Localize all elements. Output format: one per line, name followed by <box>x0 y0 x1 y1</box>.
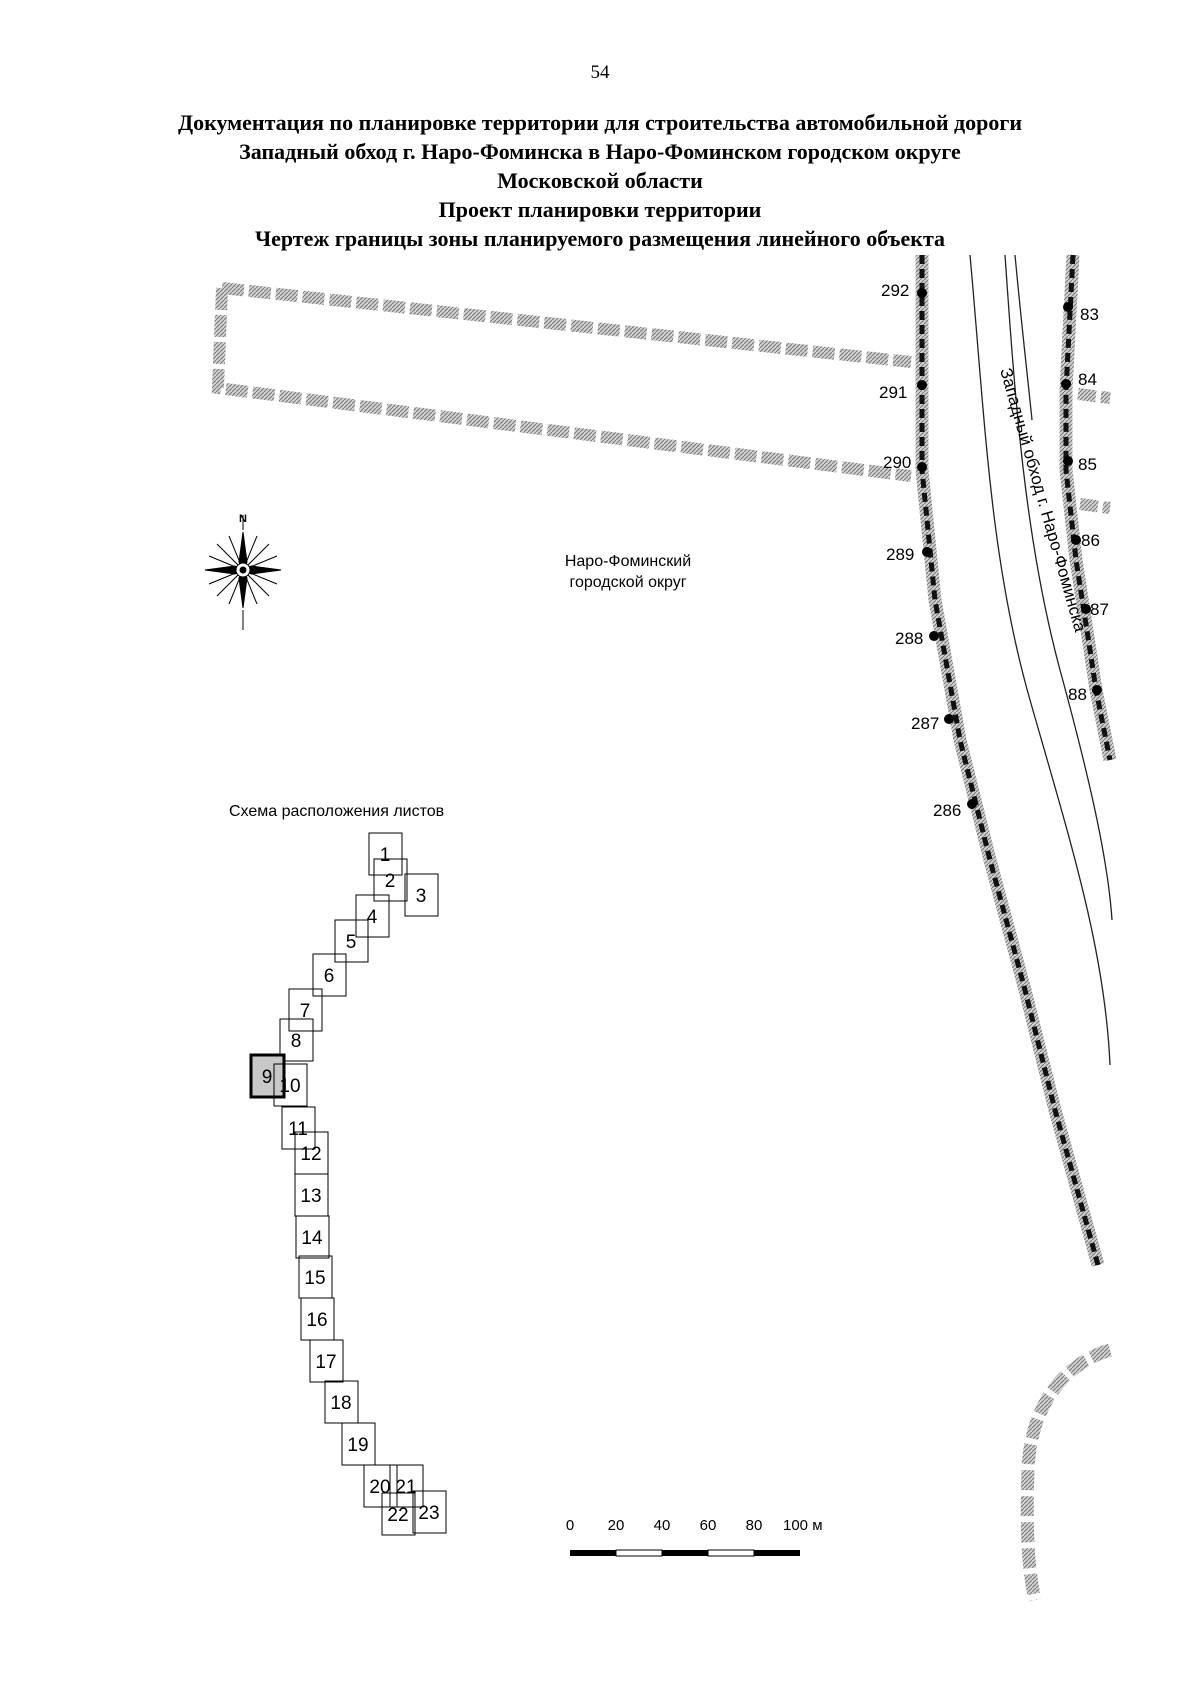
point-label-292: 292 <box>881 281 909 300</box>
sheet-scheme-title: Схема расположения листов <box>229 803 444 820</box>
point-label-289: 289 <box>886 545 914 564</box>
header-line-2: Западный обход г. Наро-Фоминска в Наро-Ф… <box>239 139 961 164</box>
sheet-number: 7 <box>300 1001 311 1022</box>
road-outline <box>969 254 1113 1066</box>
sheet-square <box>373 858 408 902</box>
boundary-point <box>1063 456 1073 466</box>
sheet-square <box>368 832 403 876</box>
sheet-square <box>355 894 390 938</box>
document-header: Документация по планировке территории дл… <box>0 108 1200 253</box>
district-label-line-1: Наро-Фоминский <box>565 553 691 570</box>
sheet-number: 4 <box>367 907 378 928</box>
point-label-290: 290 <box>883 453 911 472</box>
right-boundary-stubs <box>1077 388 1111 514</box>
sheet-square <box>341 1422 376 1466</box>
boundary-point <box>917 380 927 390</box>
header-line-4: Проект планировки территории <box>438 197 762 222</box>
scale-tick-80: 80 <box>746 1517 763 1534</box>
sheet-number: 17 <box>315 1352 336 1373</box>
sheet-number: 8 <box>291 1031 302 1052</box>
sheet-number: 22 <box>387 1505 408 1526</box>
sheet-number: 20 <box>369 1477 390 1498</box>
point-label-87: 87 <box>1090 600 1109 619</box>
page-number: 54 <box>590 62 610 83</box>
sheet-number: 5 <box>346 932 357 953</box>
sheet-number: 11 <box>288 1119 308 1140</box>
sheet-number: 15 <box>304 1268 325 1289</box>
boundary-point <box>929 631 939 641</box>
boundary-point <box>1061 379 1071 389</box>
sheet-square <box>288 988 323 1032</box>
sheet-number: 23 <box>418 1503 439 1524</box>
sheet-square <box>412 1490 447 1534</box>
point-label-287: 287 <box>911 714 939 733</box>
sheet-number: 1 <box>380 845 391 866</box>
sheet-square <box>381 1492 416 1536</box>
sheet-square <box>404 873 439 917</box>
sheet-square <box>363 1464 398 1508</box>
sheet-number: 18 <box>330 1393 351 1414</box>
scale-tick-0: 0 <box>566 1517 574 1534</box>
boundary-point <box>967 799 977 809</box>
scale-tick-100: 100 м <box>783 1517 823 1534</box>
boundary-point <box>1063 302 1073 312</box>
point-label-286: 286 <box>933 801 961 820</box>
boundary-point <box>1071 535 1081 545</box>
sheet-number: 14 <box>301 1228 323 1249</box>
point-label-86: 86 <box>1081 531 1100 550</box>
sheet-number: 10 <box>279 1076 300 1097</box>
sheet-square <box>334 919 369 963</box>
sheet-number: 3 <box>416 886 427 907</box>
boundary-point <box>944 714 954 724</box>
sheet-number: 6 <box>324 966 335 987</box>
compass-north-letter: N <box>239 513 247 525</box>
point-label-84: 84 <box>1078 370 1097 389</box>
sheet-number: 9 <box>262 1067 273 1088</box>
left-boundary-points: 292 291 290 289 288 287 286 <box>879 281 977 820</box>
sheet-square <box>273 1063 308 1107</box>
boundary-point <box>1081 604 1091 614</box>
sheet-number: 12 <box>300 1144 321 1165</box>
header-line-1: Документация по планировке территории дл… <box>177 110 1023 135</box>
scale-bar: 0 20 40 60 80 100 м <box>566 1517 823 1557</box>
sheet-square-highlighted <box>249 1053 286 1099</box>
right-boundary-points: 83 84 85 86 87 88 <box>1061 302 1109 704</box>
boundary-arc <box>1020 1343 1113 1602</box>
sheet-square <box>281 1106 316 1150</box>
sheet-number: 19 <box>347 1435 368 1456</box>
point-label-88: 88 <box>1068 685 1087 704</box>
sheet-square <box>295 1215 330 1259</box>
district-label-line-2: городской округ <box>569 574 686 591</box>
sheet-square <box>312 953 347 997</box>
boundary-point <box>922 547 932 557</box>
sheet-number: 13 <box>300 1186 321 1207</box>
boundary-point <box>1092 685 1102 695</box>
scale-tick-40: 40 <box>654 1517 671 1534</box>
point-label-85: 85 <box>1078 455 1097 474</box>
compass-rose-icon <box>204 515 282 630</box>
boundary-point <box>917 288 927 298</box>
zone-boundary-strip <box>211 282 912 482</box>
scale-tick-60: 60 <box>700 1517 717 1534</box>
boundary-point <box>917 462 927 472</box>
sheet-square <box>279 1018 314 1062</box>
header-line-5: Чертеж границы зоны планируемого размеще… <box>254 226 946 251</box>
point-label-288: 288 <box>895 629 923 648</box>
sheet-number: 16 <box>306 1310 327 1331</box>
header-line-3: Московской области <box>497 168 703 193</box>
sheet-square <box>389 1464 424 1508</box>
point-label-83: 83 <box>1080 305 1099 324</box>
sheet-number: 2 <box>385 871 396 892</box>
scale-tick-20: 20 <box>608 1517 625 1534</box>
sheet-square <box>309 1339 344 1383</box>
point-label-291: 291 <box>879 383 907 402</box>
